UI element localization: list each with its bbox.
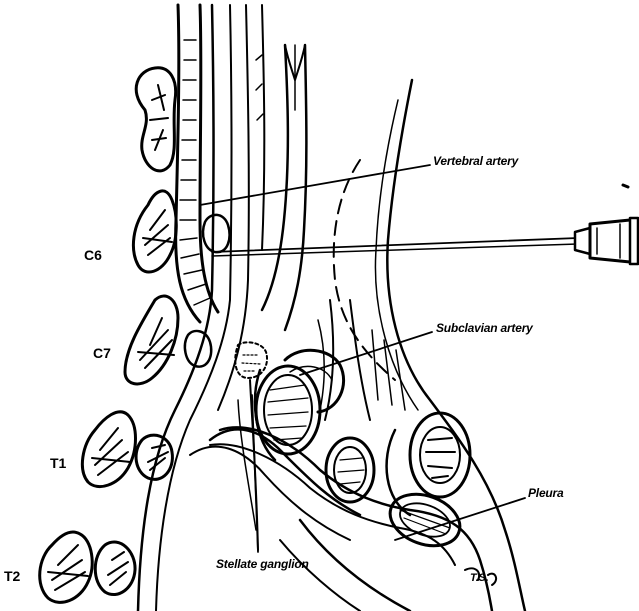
label-t1: T1 xyxy=(50,455,66,471)
label-c6: C6 xyxy=(84,247,102,263)
artist-signature: T.S. xyxy=(470,572,489,584)
leader-subclavian-artery xyxy=(300,332,432,375)
needle-syringe-icon xyxy=(212,218,638,264)
label-t2: T2 xyxy=(4,568,20,584)
subclavian-artery xyxy=(255,350,344,460)
vertebra-c5 xyxy=(136,68,175,171)
label-subclavian-artery: Subclavian artery xyxy=(436,321,533,335)
label-stellate-ganglion: Stellate ganglion xyxy=(216,557,309,571)
vertebra-t2 xyxy=(40,532,135,602)
label-c7: C7 xyxy=(93,345,111,361)
vertebra-c7 xyxy=(125,296,211,384)
label-vertebral-artery: Vertebral artery xyxy=(433,154,518,168)
leader-vertebral-artery xyxy=(200,165,430,205)
first-rib xyxy=(190,429,410,611)
speck-mark xyxy=(623,185,628,187)
label-pleura: Pleura xyxy=(528,486,564,500)
